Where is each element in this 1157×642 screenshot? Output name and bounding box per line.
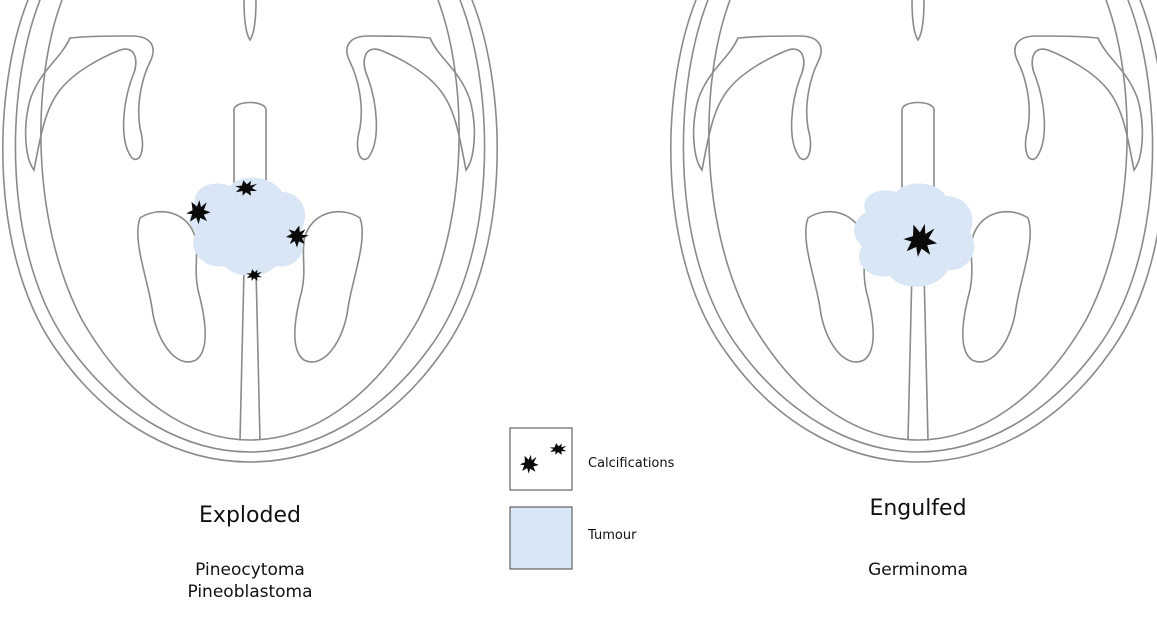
tumour-type-left-2: Pineoblastoma: [187, 582, 313, 602]
legend-label-calcifications: Calcifications: [588, 456, 675, 471]
pattern-label-right: Engulfed: [869, 496, 967, 521]
legend-label-tumour: Tumour: [588, 528, 637, 543]
tumour-swatch: [509, 506, 573, 570]
legend-calcification-box: [509, 427, 573, 491]
pattern-label-left: Exploded: [199, 503, 301, 528]
tumour-mass-exploded: [189, 177, 306, 276]
tumour-type-left-1: Pineocytoma: [195, 560, 305, 580]
tumour-type-right-1: Germinoma: [868, 560, 968, 580]
